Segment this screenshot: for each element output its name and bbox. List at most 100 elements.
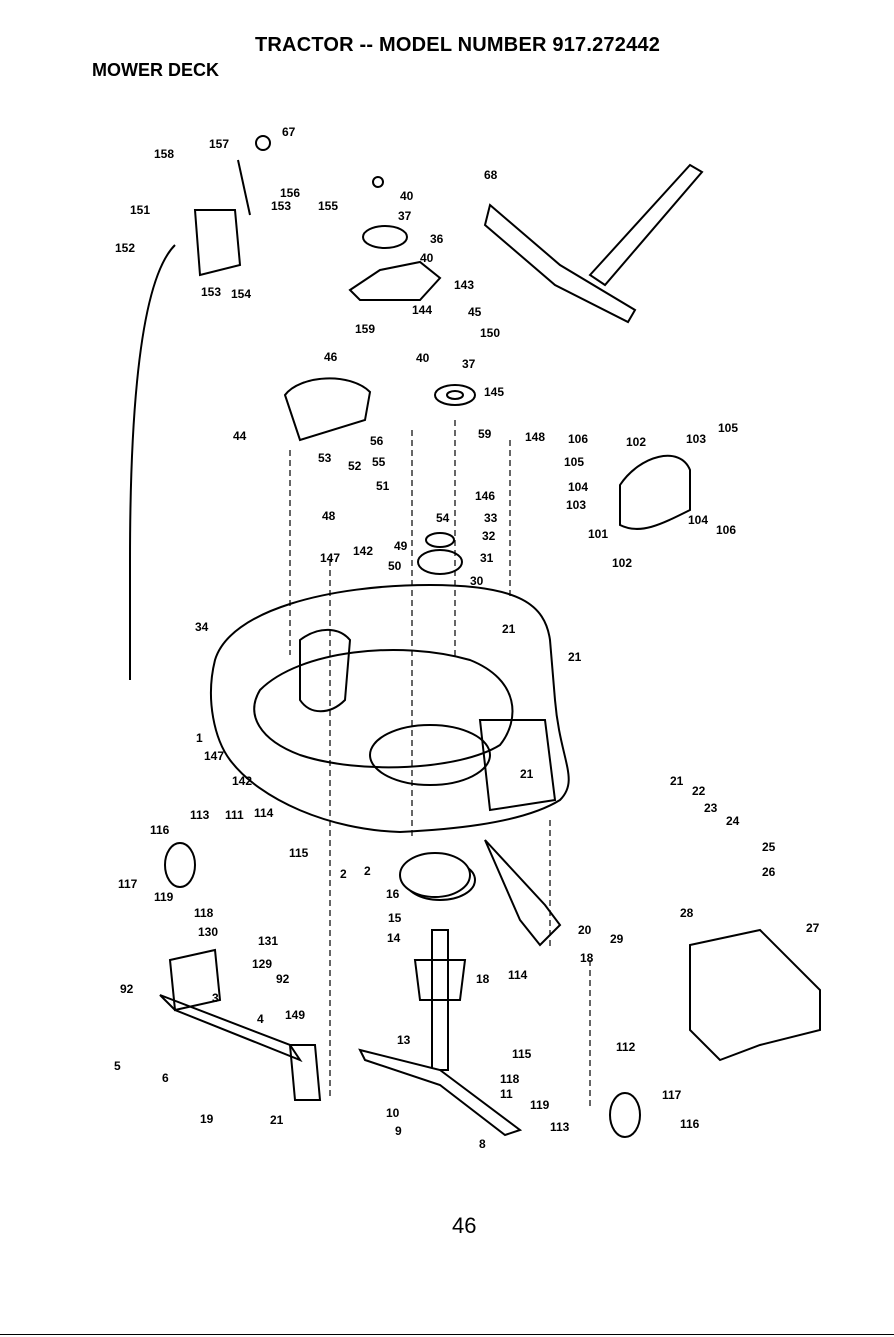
callout-label: 14 (387, 931, 401, 945)
callout-label: 113 (190, 808, 210, 822)
callout-label: 67 (282, 125, 296, 139)
callout-label: 45 (468, 305, 482, 319)
callout-label: 21 (502, 622, 516, 636)
callout-label: 92 (120, 982, 134, 996)
callout-label: 129 (252, 957, 272, 971)
callout-label: 3 (212, 991, 219, 1005)
callout-label: 155 (318, 199, 338, 213)
callout-label: 117 (118, 877, 138, 891)
callout-label: 37 (462, 357, 476, 371)
callout-label: 154 (231, 287, 251, 301)
page-number: 46 (452, 1213, 477, 1238)
callout-label: 156 (280, 186, 300, 200)
callout-label: 11 (500, 1087, 513, 1101)
callout-label: 151 (130, 203, 150, 217)
callout-label: 40 (416, 351, 430, 365)
callout-label: 10 (386, 1106, 400, 1120)
callout-label: 48 (322, 509, 336, 523)
callout-label: 22 (692, 784, 706, 798)
callout-label: 130 (198, 925, 218, 939)
callout-label: 33 (484, 511, 498, 525)
callout-label: 115 (289, 846, 309, 860)
callout-label: 153 (201, 285, 221, 299)
discharge-chute (689, 928, 821, 1062)
callout-label: 34 (195, 620, 209, 634)
callout-label: 18 (580, 951, 594, 965)
callout-label: 5 (114, 1059, 121, 1073)
callout-label: 4 (257, 1012, 264, 1026)
belt-cover (283, 377, 372, 442)
callout-label: 27 (806, 921, 820, 935)
callout-label: 31 (480, 551, 494, 565)
callout-label: 20 (578, 923, 592, 937)
callout-label: 21 (520, 767, 534, 781)
callout-label: 6 (162, 1071, 169, 1085)
callout-label: 105 (718, 421, 738, 435)
spindle-housing (399, 852, 471, 898)
callout-label: 152 (115, 241, 135, 255)
callout-label: 131 (258, 934, 278, 948)
callout-label: 23 (704, 801, 718, 815)
callout-label: 19 (200, 1112, 214, 1126)
callout-label: 8 (479, 1137, 486, 1151)
callout-label: 15 (388, 911, 402, 925)
callout-label: 103 (566, 498, 586, 512)
callout-label: 37 (398, 209, 412, 223)
callout-label: 115 (512, 1047, 532, 1061)
callout-label: 21 (568, 650, 582, 664)
callout-label: 2 (340, 867, 347, 881)
callout-label: 114 (254, 806, 274, 820)
hanger-arms (159, 839, 562, 1101)
assembly-lines (289, 420, 591, 1110)
callout-label: 158 (154, 147, 174, 161)
callout-label: 32 (482, 529, 496, 543)
callout-label: 147 (204, 749, 224, 763)
callout-label: 153 (271, 199, 291, 213)
callout-label: 116 (680, 1117, 700, 1131)
callout-label: 157 (209, 137, 229, 151)
callout-label: 52 (348, 459, 362, 473)
callout-label: 102 (626, 435, 646, 449)
callout-label: 55 (372, 455, 386, 469)
section-title: MOWER DECK (92, 60, 219, 80)
callout-label: 104 (688, 513, 708, 527)
callout-label: 149 (285, 1008, 305, 1022)
callout-label: 16 (386, 887, 400, 901)
callout-label: 142 (353, 544, 373, 558)
callout-label: 40 (420, 251, 434, 265)
callout-label: 21 (670, 774, 684, 788)
callout-label: 142 (232, 774, 252, 788)
callout-label: 25 (762, 840, 776, 854)
callout-label: 44 (233, 429, 247, 443)
callout-label: 50 (388, 559, 402, 573)
callout-label: 2 (364, 864, 371, 878)
callout-label: 143 (454, 278, 474, 292)
callout-label: 59 (478, 427, 492, 441)
callout-label: 92 (276, 972, 290, 986)
callout-label: 119 (154, 890, 174, 904)
callout-label: 146 (475, 489, 495, 503)
callout-label: 106 (716, 523, 736, 537)
callout-label: 53 (318, 451, 332, 465)
callout-label: 28 (680, 906, 694, 920)
callout-label: 148 (525, 430, 545, 444)
callout-label: 51 (376, 479, 390, 493)
callout-label: 112 (616, 1040, 636, 1054)
callout-label: 1 (196, 731, 203, 745)
callout-label: 101 (588, 527, 608, 541)
page-title: TRACTOR -- MODEL NUMBER 917.272442 (255, 34, 661, 56)
callout-label: 113 (550, 1120, 570, 1134)
callout-label: 29 (610, 932, 624, 946)
callout-label: 36 (430, 232, 444, 246)
callout-label: 24 (726, 814, 740, 828)
callout-label: 13 (397, 1033, 411, 1047)
lift-cable (129, 135, 271, 680)
callout-label: 118 (194, 906, 214, 920)
callout-label: 21 (270, 1113, 284, 1127)
callout-label: 26 (762, 865, 776, 879)
callout-label: 118 (500, 1072, 520, 1086)
callout-label: 117 (662, 1088, 682, 1102)
callout-label: 68 (484, 168, 498, 182)
